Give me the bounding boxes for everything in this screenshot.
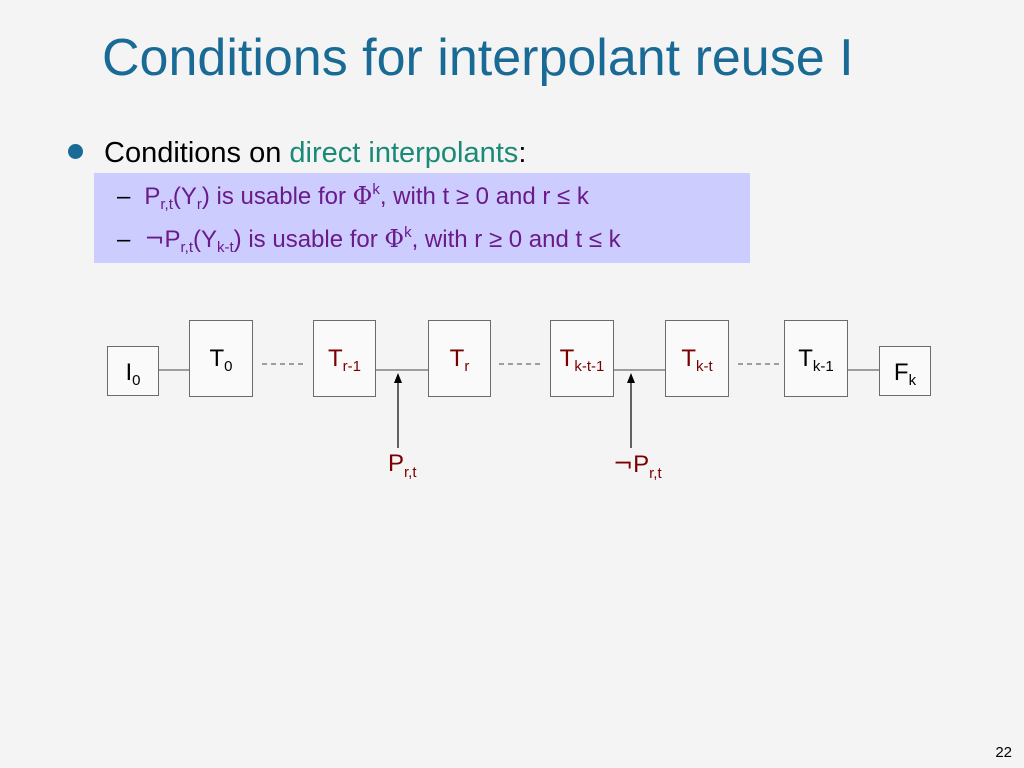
- box-t-k-t: Tk-t: [665, 320, 729, 397]
- sub-tail: , with t ≥ 0 and r ≤ k: [379, 183, 589, 210]
- sub-dash: –: [117, 183, 131, 210]
- box-fk: Fk: [879, 346, 931, 396]
- sub-dash: –: [117, 226, 131, 253]
- arrow-label-neg-p: ¬Pr,t: [613, 450, 662, 482]
- phi-exponent: k: [372, 181, 380, 198]
- highlight-box: [94, 173, 750, 263]
- bullet-suffix: :: [518, 137, 527, 169]
- box-label: Tk-t: [681, 345, 713, 375]
- box-label: Fk: [893, 359, 917, 389]
- sub-y-index: k-t: [217, 239, 234, 256]
- box-t-r: Tr: [428, 320, 491, 397]
- box-t-k-t-1: Tk-t-1: [550, 320, 614, 397]
- sub-tail: , with r ≥ 0 and t ≤ k: [411, 226, 621, 253]
- sub-y-index: r: [196, 196, 202, 213]
- box-t-r-1: Tr-1: [313, 320, 376, 397]
- bullet-highlight: direct interpolants: [289, 137, 519, 169]
- page-number: 22: [995, 744, 1012, 761]
- sub-y-open: (Y: [193, 226, 217, 253]
- phi-symbol: Φ: [384, 225, 405, 253]
- sub-y-close: ): [201, 183, 210, 210]
- bullet-conditions: Conditions on direct interpolants:: [68, 137, 526, 170]
- arrow-head-icon: [394, 373, 402, 383]
- box-t0: T0: [189, 320, 253, 397]
- arrow-label-p: Pr,t: [388, 450, 417, 481]
- sub-p: P: [144, 183, 161, 210]
- box-label: Tr-1: [327, 345, 361, 375]
- arrow-head-icon: [627, 373, 635, 383]
- sub-p: P: [164, 226, 181, 253]
- phi-symbol: Φ: [352, 182, 373, 210]
- box-i0: I0: [107, 346, 159, 396]
- sub-y-close: ): [233, 226, 242, 253]
- box-label: I0: [125, 359, 141, 389]
- box-label: Tk-1: [798, 345, 834, 375]
- sub-item-2: –¬Pr,t(Yk-t) is usable for Φk, with r ≥ …: [117, 224, 621, 256]
- sub-p-index: r,t: [180, 239, 193, 256]
- negation-symbol: ¬: [144, 225, 165, 253]
- sub-y-open: (Y: [172, 183, 197, 210]
- box-label: Tr: [449, 345, 470, 375]
- sub-item-1: –Pr,t(Yr) is usable for Φk, with t ≥ 0 a…: [117, 181, 589, 213]
- box-label: T0: [209, 345, 233, 375]
- negation-symbol: ¬: [613, 450, 634, 478]
- box-t-k-1: Tk-1: [784, 320, 848, 397]
- phi-exponent: k: [404, 224, 412, 241]
- sub-mid: is usable for: [209, 183, 353, 210]
- bullet-dot-icon: [68, 143, 83, 159]
- sub-p-index: r,t: [160, 196, 173, 213]
- slide-title: Conditions for interpolant reuse I: [102, 29, 854, 87]
- box-label: Tk-t-1: [559, 345, 605, 375]
- sub-mid: is usable for: [241, 226, 385, 253]
- bullet-prefix: Conditions on: [104, 137, 290, 169]
